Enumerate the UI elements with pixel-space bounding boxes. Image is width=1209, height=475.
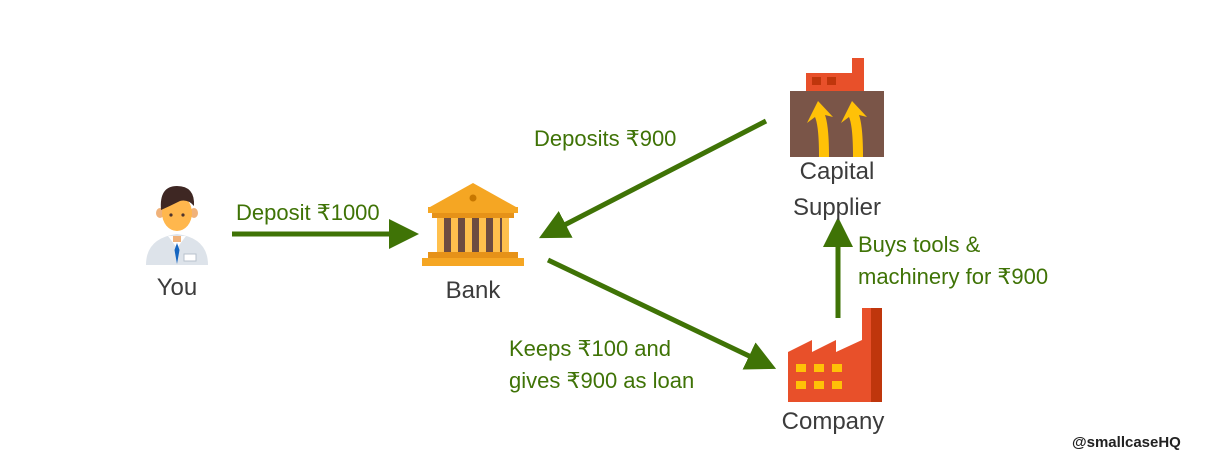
- node-label-you: You: [156, 274, 198, 301]
- edge-label-keeps-line2: gives ₹900 as loan: [509, 368, 695, 393]
- node-label-bank: Bank: [445, 277, 501, 304]
- edge-label-buys-tools: Buys tools & machinery for ₹900: [858, 229, 1048, 293]
- edge-label-deposit-1000: Deposit ₹1000: [236, 200, 380, 225]
- edge-label-buys-line2: machinery for ₹900: [858, 264, 1049, 289]
- arrow-supplier-to-bank: [539, 118, 768, 239]
- arrow-bank-to-company: [546, 257, 777, 370]
- edge-label-deposits-900: Deposits ₹900: [534, 126, 677, 151]
- node-label-company: Company: [781, 408, 885, 435]
- factory-icon: [788, 308, 882, 402]
- node-label-capital-line1: Capital: [799, 158, 875, 185]
- node-label-capital-line2: Supplier: [792, 194, 882, 221]
- person-icon: [146, 186, 208, 265]
- edge-label-buys-line1: Buys tools &: [858, 232, 981, 257]
- bank-building-icon: [422, 183, 524, 266]
- factory-growth-icon: [790, 58, 884, 157]
- credit-handle: @smallcaseHQ: [1072, 434, 1181, 451]
- node-label-capital-supplier: Capital Supplier: [767, 154, 907, 226]
- edge-label-keeps-line1: Keeps ₹100 and: [509, 336, 672, 361]
- edge-label-keeps-gives: Keeps ₹100 and gives ₹900 as loan: [509, 333, 694, 397]
